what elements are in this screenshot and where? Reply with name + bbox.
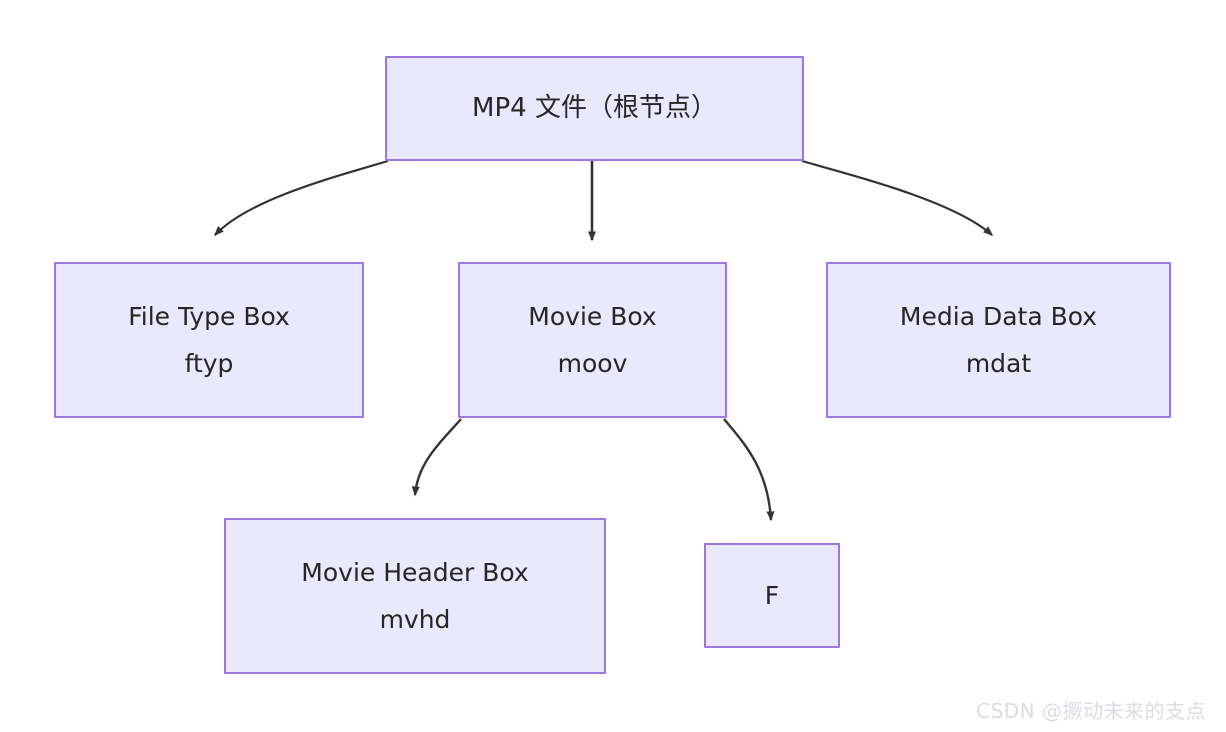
node-mdat-line2: mdat [965,349,1032,378]
node-file-type-box[interactable]: File Type Box ftyp [54,262,364,418]
node-mdat-line1: Media Data Box [899,302,1098,331]
node-ftyp-line1: File Type Box [128,302,290,331]
edge-moov-to-mvhd [411,418,462,497]
node-mvhd-line2: mvhd [379,605,451,634]
csdn-watermark: CSDN @撅动未来的支点 [976,699,1206,723]
node-root-line1: MP4 文件（根节点） [472,93,717,124]
node-f-line1: F [764,581,780,610]
node-ftyp-line2: ftyp [184,349,234,378]
node-moov-line1: Movie Box [528,302,657,331]
node-f-box[interactable]: F [704,543,840,648]
node-movie-header-box[interactable]: Movie Header Box mvhd [224,518,606,674]
node-mp4-root[interactable]: MP4 文件（根节点） [385,56,804,161]
node-media-data-box[interactable]: Media Data Box mdat [826,262,1171,418]
edge-root-to-mdat [801,159,994,236]
node-moov-line2: moov [557,349,628,378]
node-movie-box[interactable]: Movie Box moov [458,262,727,418]
edge-root-to-ftyp [214,159,389,237]
node-mvhd-line1: Movie Header Box [301,558,529,587]
edge-moov-to-f [723,418,775,522]
